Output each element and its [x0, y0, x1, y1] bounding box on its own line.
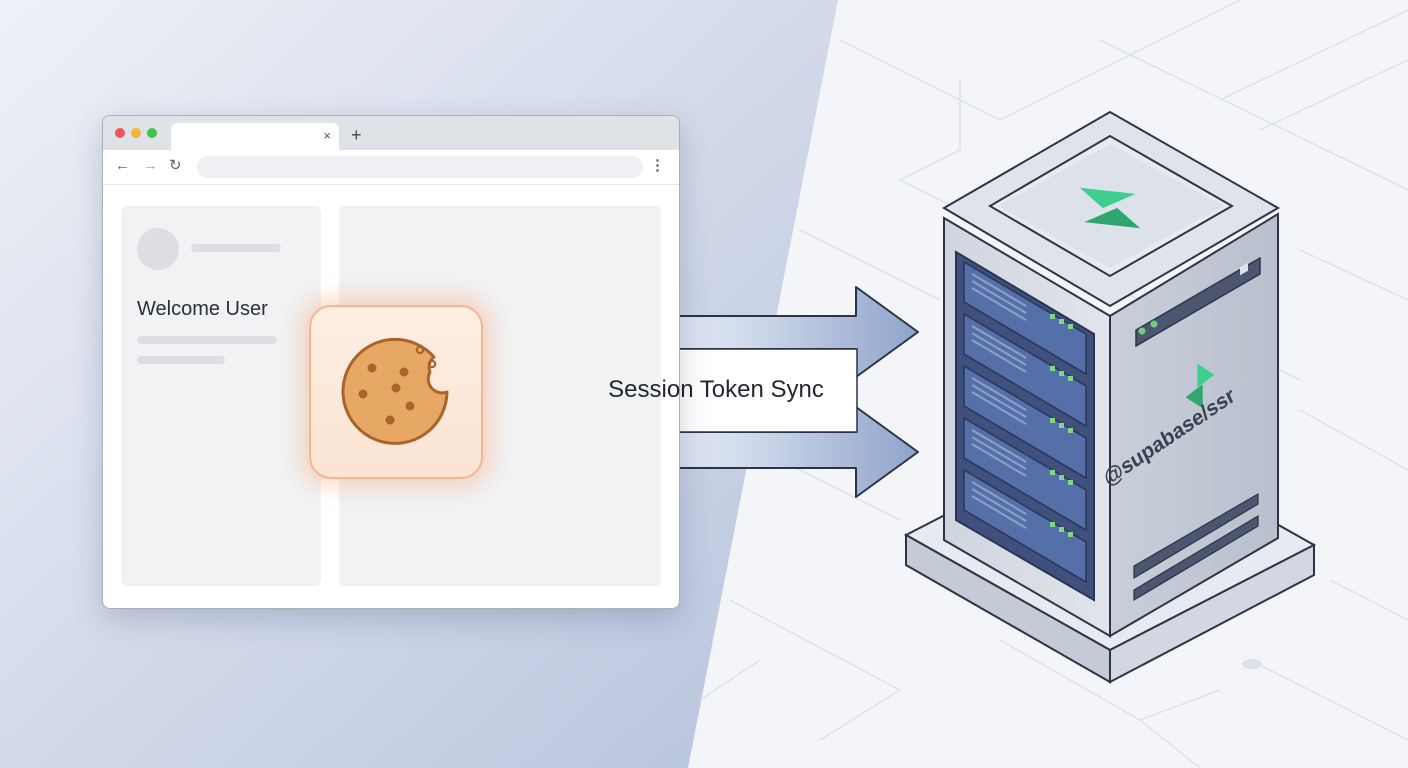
address-bar[interactable]: [197, 156, 643, 178]
supabase-logo-icon: [1079, 187, 1141, 229]
skeleton-line-name: [191, 244, 281, 252]
server-top-inset-inner: [998, 144, 1224, 268]
rack-led: [1050, 522, 1055, 527]
skeleton-line-1: [137, 336, 277, 344]
rack-led: [1068, 480, 1073, 485]
side-vent-1: [1133, 492, 1259, 580]
tab-bar: × +: [103, 116, 679, 151]
rack-vent-line: [971, 287, 1027, 321]
rack-vent-line: [971, 488, 1027, 522]
grid-node: [1242, 659, 1262, 669]
welcome-heading: Welcome User: [137, 298, 268, 320]
rack-vent-line: [971, 436, 1027, 470]
rack-vent-line: [971, 332, 1027, 366]
reload-icon[interactable]: ↻: [169, 157, 182, 174]
maximize-window-dot[interactable]: [147, 128, 157, 138]
rack-led: [1059, 371, 1064, 376]
rack-vent-line: [971, 443, 1027, 477]
rack-vent-line: [971, 339, 1027, 373]
rack-led: [1068, 324, 1073, 329]
rack-led: [1068, 376, 1073, 381]
rack-unit: [963, 416, 1087, 532]
rack-led: [1050, 314, 1055, 319]
rack-vent-line: [971, 280, 1027, 314]
rack-vent-line: [971, 429, 1027, 463]
status-light-2: [1150, 320, 1158, 328]
side-status-strip: [1135, 256, 1261, 348]
rack-units: [963, 260, 1087, 584]
rack-led: [1059, 475, 1064, 480]
rack-vent-line: [971, 495, 1027, 529]
rack-led: [1059, 527, 1064, 532]
status-light-1: [1138, 327, 1146, 335]
rack-unit: [963, 312, 1087, 428]
server-base-right: [1109, 543, 1315, 684]
rack-vent-line: [971, 273, 1027, 307]
rack-led: [1059, 423, 1064, 428]
back-arrow-icon[interactable]: ←: [115, 157, 130, 174]
rack-led: [1068, 532, 1073, 537]
cookie-card: [309, 305, 483, 479]
rack-unit: [963, 364, 1087, 480]
rack-vent-line: [971, 384, 1027, 418]
rack-led: [1068, 428, 1073, 433]
minimize-window-dot[interactable]: [131, 128, 141, 138]
forward-arrow-icon[interactable]: →: [143, 157, 158, 174]
sync-label: Session Token Sync: [608, 376, 824, 403]
rack-vent-line: [971, 325, 1027, 359]
rack-led: [1050, 470, 1055, 475]
skeleton-line-2: [137, 356, 225, 364]
navigation-bar: ← → ↻ ⋮: [103, 150, 679, 185]
rack-vent-line: [971, 391, 1027, 425]
browser-tab[interactable]: ×: [171, 123, 339, 151]
side-port: [1240, 262, 1248, 276]
tab-close-icon[interactable]: ×: [323, 128, 331, 143]
rack-unit: [963, 468, 1087, 584]
rack-led: [1050, 366, 1055, 371]
new-tab-button[interactable]: +: [351, 125, 362, 145]
side-vent-2: [1133, 514, 1259, 602]
rack-led: [1050, 418, 1055, 423]
rack-vent-line: [971, 481, 1027, 515]
menu-icon[interactable]: ⋮: [650, 157, 665, 174]
rack-led: [1059, 319, 1064, 324]
supabase-side-logo-icon: [1185, 363, 1215, 409]
rack-unit: [963, 260, 1087, 376]
rack-vent-line: [971, 377, 1027, 411]
avatar: [137, 228, 179, 270]
close-window-dot[interactable]: [115, 128, 125, 138]
grid-lines: [699, 0, 1408, 768]
page-sidebar-panel: Welcome User: [121, 206, 321, 586]
